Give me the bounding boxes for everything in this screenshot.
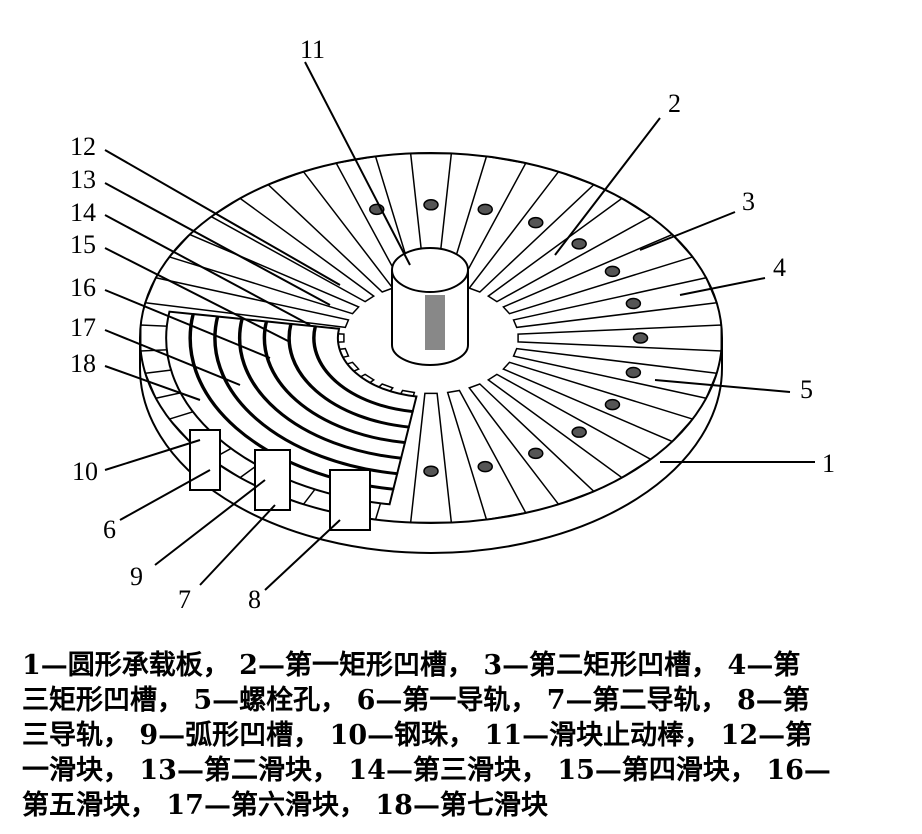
leader-line-9: [154, 479, 266, 566]
leader-line-6: [119, 469, 211, 521]
rectangular-groove: [512, 276, 718, 329]
leader-line-16: [104, 289, 271, 359]
caption-line: 三导轨， 9—弧形凹槽， 10—钢珠， 11—滑块止动棒， 12—第: [22, 720, 813, 751]
rectangular-groove: [446, 389, 527, 521]
leader-line-18: [104, 365, 201, 401]
part-label-2: 2: [668, 89, 681, 118]
part-label-5: 5: [800, 375, 813, 404]
bolt-hole: [625, 366, 642, 379]
leader-line-15: [104, 247, 291, 343]
part-label-12: 12: [70, 132, 96, 161]
guide-rails: [189, 429, 371, 531]
rectangular-groove: [486, 197, 653, 303]
rectangular-groove: [144, 276, 350, 329]
part-label-10: 10: [72, 457, 98, 486]
bolt-hole: [571, 238, 587, 250]
bolt-hole: [528, 216, 544, 229]
rectangular-groove: [409, 392, 453, 524]
caption-line: 第五滑块， 17—第六滑块， 18—第七滑块: [22, 790, 548, 821]
bolt-hole: [571, 426, 587, 438]
part-label-18: 18: [70, 349, 96, 378]
bolt-hole: [632, 332, 649, 344]
part-label-7: 7: [178, 585, 191, 614]
leader-line-13: [104, 182, 331, 306]
leader-line-14: [104, 214, 311, 326]
rectangular-groove: [502, 361, 694, 443]
leader-line-4: [679, 277, 766, 296]
part-label-15: 15: [70, 230, 96, 259]
rectangular-groove: [168, 233, 360, 315]
leader-line-11: [304, 61, 411, 266]
part-label-17: 17: [70, 313, 96, 342]
bolt-hole: [528, 447, 544, 460]
leader-line-5: [654, 379, 791, 393]
part-label-4: 4: [773, 253, 786, 282]
caption-line: 三矩形凹槽， 5—螺栓孔， 6—第一导轨， 7—第二导轨， 8—第: [22, 685, 810, 716]
part-label-6: 6: [103, 515, 116, 544]
rectangular-groove: [517, 324, 723, 352]
leader-line-8: [264, 519, 341, 591]
rectangular-groove: [468, 383, 596, 506]
part-label-13: 13: [70, 165, 96, 194]
part-label-3: 3: [742, 187, 755, 216]
bolt-hole: [423, 199, 439, 211]
leader-line-17: [104, 329, 241, 386]
bolt-holes: [275, 199, 649, 477]
leader-line-7: [199, 504, 276, 586]
bolt-hole: [604, 398, 621, 411]
part-label-1: 1: [822, 449, 835, 478]
caption-line: 1—圆形承载板， 2—第一矩形凹槽， 3—第二矩形凹槽， 4—第: [22, 650, 801, 681]
part-label-16: 16: [70, 273, 96, 302]
rectangular-groove: [486, 373, 653, 479]
rectangular-groove: [468, 170, 596, 293]
third-guide-rail: [329, 469, 371, 531]
leader-line-10: [104, 439, 201, 471]
leader-line-3: [639, 211, 736, 251]
slider-stop-rod: [391, 247, 469, 366]
part-label-14: 14: [70, 198, 96, 227]
figure-caption: 1—圆形承载板， 2—第一矩形凹槽， 3—第二矩形凹槽， 4—第 三矩形凹槽， …: [22, 648, 912, 823]
leader-line-2: [554, 117, 661, 256]
rectangular-groove: [266, 170, 394, 293]
second-guide-rail: [254, 449, 291, 511]
rectangular-groove: [512, 347, 718, 400]
part-label-8: 8: [248, 585, 261, 614]
first-guide-rail: [189, 429, 221, 491]
part-label-9: 9: [130, 562, 143, 591]
bolt-hole: [625, 297, 642, 310]
bolt-hole: [477, 203, 493, 216]
caption-line: 一滑块， 13—第二滑块， 14—第三滑块， 15—第四滑块， 16—: [22, 755, 831, 786]
leader-line-12: [104, 149, 341, 286]
rectangular-groove: [209, 197, 376, 303]
bolt-hole: [423, 465, 439, 477]
bolt-hole: [477, 460, 493, 473]
bolt-hole: [604, 265, 621, 278]
part-label-11: 11: [300, 35, 325, 64]
rectangular-groove: [502, 233, 694, 315]
